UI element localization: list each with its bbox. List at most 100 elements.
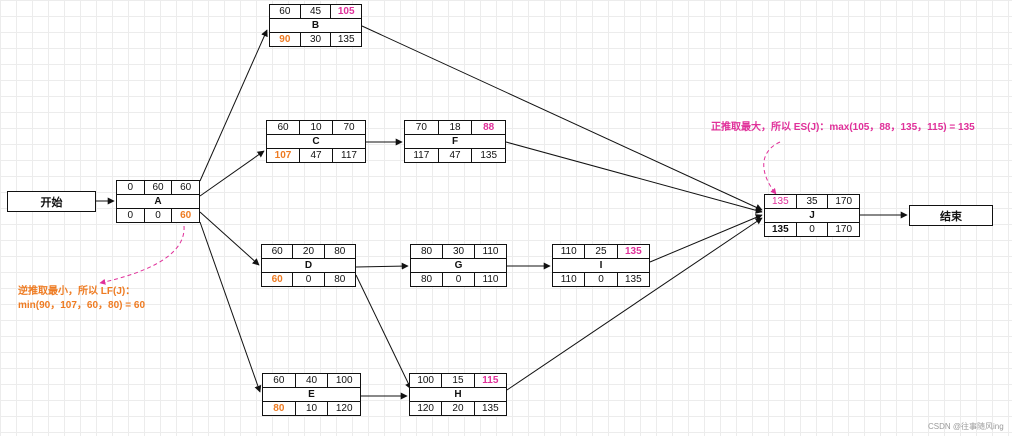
node-i-float: 0	[585, 273, 618, 286]
node-h-ls: 120	[410, 402, 443, 415]
start-label: 开始	[40, 196, 63, 209]
node-g-ls: 80	[411, 273, 443, 286]
node-b-es: 60	[270, 5, 301, 18]
node-e-ef: 100	[335, 374, 353, 386]
node-a-duration: 60	[145, 181, 173, 194]
node-h-es: 100	[410, 374, 443, 387]
end-node: 结束	[909, 205, 993, 226]
node-d-float: 0	[293, 273, 325, 286]
edge-f-j	[505, 141, 763, 214]
node-e-name: E	[263, 387, 360, 402]
edge-h-j	[506, 217, 763, 391]
node-f-ls: 117	[405, 149, 439, 162]
node-a-ls: 0	[117, 209, 145, 222]
edge-a-c	[199, 150, 265, 197]
node-e-lf: 120	[335, 402, 353, 414]
node-e-float: 10	[296, 402, 329, 415]
node-j-float: 0	[797, 223, 829, 236]
node-f-lf: 135	[480, 149, 498, 161]
node-d-duration: 20	[293, 245, 325, 258]
node-e-duration: 40	[296, 374, 329, 387]
end-label: 结束	[940, 210, 962, 223]
node-j-name: J	[765, 208, 859, 223]
edge-b-j	[361, 25, 763, 211]
node-a-ef: 60	[180, 181, 192, 193]
node-g-es: 80	[411, 245, 443, 258]
start-node: 开始	[7, 191, 96, 212]
node-f-ef: 88	[483, 121, 495, 133]
node-i-ls: 110	[553, 273, 586, 286]
node-b-duration: 45	[301, 5, 332, 18]
node-h-duration: 15	[442, 374, 475, 387]
node-f-es: 70	[405, 121, 439, 134]
node-g-ef: 110	[482, 245, 499, 257]
node-d-ef: 80	[334, 245, 346, 257]
node-e-es: 60	[263, 374, 296, 387]
node-c-duration: 10	[300, 121, 333, 134]
node-h-ef: 115	[482, 374, 499, 386]
node-b-ls: 90	[270, 33, 301, 46]
node-b-lf: 135	[337, 33, 355, 45]
node-f-duration: 18	[439, 121, 473, 134]
node-i-lf: 135	[624, 273, 642, 285]
node-a-name: A	[117, 194, 199, 209]
node-b-float: 30	[301, 33, 332, 46]
node-f-name: F	[405, 134, 505, 149]
node-g-float: 0	[443, 273, 475, 286]
node-j-duration: 35	[797, 195, 829, 208]
node-j-ef: 170	[835, 195, 853, 207]
node-a-float: 0	[145, 209, 173, 222]
node-c-float: 47	[300, 149, 333, 162]
lf-annotation-line1: 逆推取最小，所以 LF(J)：	[18, 286, 136, 297]
node-j-lf: 170	[835, 223, 853, 235]
node-c-ls: 107	[267, 149, 300, 162]
edge-a-d	[199, 211, 260, 266]
es-pointer	[763, 141, 781, 195]
node-i-es: 110	[553, 245, 586, 258]
node-d-name: D	[262, 258, 355, 273]
node-d-ls: 60	[262, 273, 294, 286]
watermark: CSDN @往事随风ing	[928, 422, 1004, 431]
edge-d-g	[355, 262, 409, 270]
node-h-lf: 135	[481, 402, 499, 414]
node-j-es: 135	[765, 195, 797, 208]
edge-a-e	[199, 221, 262, 393]
node-i-name: I	[553, 258, 649, 273]
node-d-lf: 80	[334, 273, 346, 285]
node-a-lf: 60	[180, 209, 192, 221]
node-i-duration: 25	[585, 245, 618, 258]
node-c-ef: 70	[343, 121, 355, 133]
edge-i-j	[649, 214, 763, 263]
node-h-name: H	[410, 387, 506, 402]
node-j-ls: 135	[765, 223, 797, 236]
es-annotation: 正推取最大，所以 ES(J)：max(105，88，135，115) = 135	[711, 121, 975, 135]
es-annotation-line: 正推取最大，所以 ES(J)：max(105，88，135，115) = 135	[711, 122, 975, 133]
edge-d-h	[355, 274, 412, 390]
node-b-ef: 105	[337, 5, 355, 17]
node-i-ef: 135	[624, 245, 642, 257]
node-c-lf: 117	[341, 149, 357, 161]
node-c-es: 60	[267, 121, 300, 134]
node-h-float: 20	[442, 402, 475, 415]
lf-annotation: 逆推取最小，所以 LF(J)： min(90，107，60，80) = 60	[18, 285, 145, 313]
node-g-lf: 110	[482, 273, 499, 285]
edge-a-b	[199, 29, 268, 182]
node-f-float: 47	[439, 149, 473, 162]
lf-annotation-line2: min(90，107，60，80) = 60	[18, 300, 146, 311]
node-g-name: G	[411, 258, 506, 273]
node-d-es: 60	[262, 245, 294, 258]
node-e-ls: 80	[263, 402, 296, 415]
node-c-name: C	[267, 134, 365, 149]
node-b-name: B	[270, 18, 361, 33]
node-g-duration: 30	[443, 245, 475, 258]
